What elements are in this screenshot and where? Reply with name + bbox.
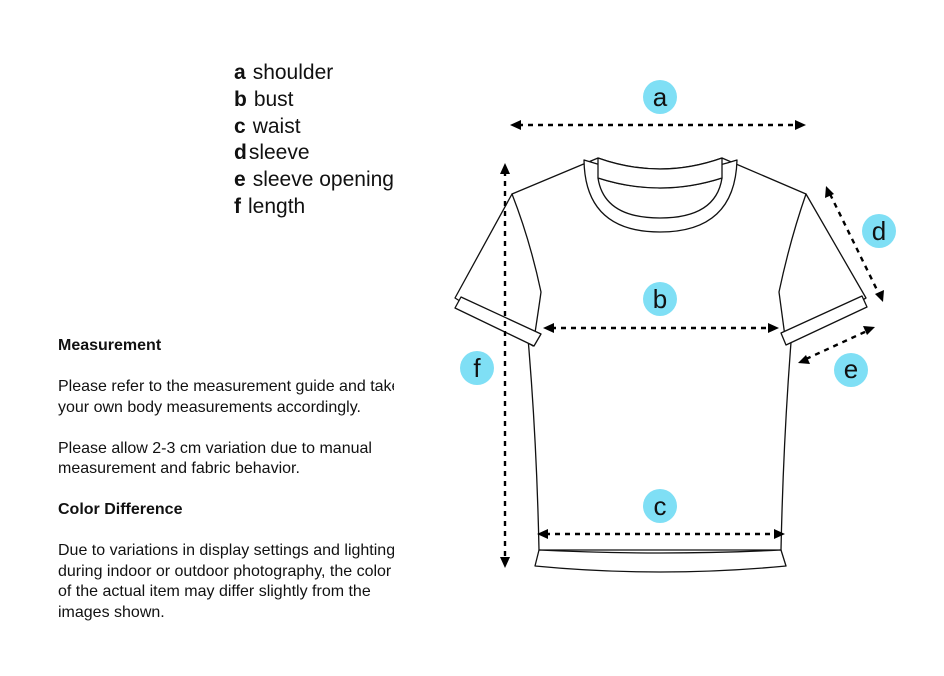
legend-key: c: [234, 114, 246, 138]
measurement-arrow-b: [543, 323, 779, 333]
info-text-block: Measurement Please refer to the measurem…: [58, 336, 394, 623]
measurement-heading: Measurement: [58, 337, 162, 354]
badge-e-label: e: [844, 354, 858, 384]
legend-key: b: [234, 87, 247, 111]
color-difference-text-line: Due to variations in display settings an…: [58, 542, 394, 559]
legend-label: shoulder: [252, 61, 334, 84]
measurement-arrow-a: [510, 120, 806, 130]
badge-d-label: d: [872, 216, 886, 246]
badge-b-label: b: [653, 284, 667, 314]
badge-f-label: f: [473, 353, 481, 383]
measurement-arrow-e: [798, 326, 875, 364]
legend-label: bust: [253, 87, 294, 111]
measurement-arrow-d: [825, 186, 884, 302]
measurement-text-line: Please allow 2-3 cm variation due to man…: [58, 439, 372, 457]
badge-f: f: [460, 351, 494, 385]
badge-c-label: c: [654, 491, 667, 521]
legend-label: sleeve: [248, 141, 310, 165]
color-difference-heading: Color Difference: [58, 501, 183, 518]
color-difference-text-line: during indoor or outdoor photography, th…: [58, 562, 392, 580]
legend-item-sleeve: dsleeve: [234, 140, 394, 167]
badge-c: c: [643, 489, 677, 523]
tshirt-collar-back: [597, 157, 723, 189]
color-difference-text-line: images shown.: [58, 603, 165, 621]
badge-a-label: a: [653, 82, 668, 112]
measurement-arrow-c: [537, 529, 785, 539]
color-difference-text-line: of the actual item may differ slightly f…: [58, 583, 371, 600]
tshirt-left-cuff: [454, 296, 542, 347]
badge-e: e: [834, 353, 868, 387]
tshirt-hem: [534, 549, 787, 573]
badge-b: b: [643, 282, 677, 316]
legend-label: sleeve opening: [252, 168, 394, 192]
legend-label: waist: [252, 114, 301, 138]
legend-key: a: [234, 61, 246, 84]
legend-key: d: [234, 141, 247, 165]
badge-d: d: [862, 214, 896, 248]
measurement-text-line: Please refer to the measurement guide an…: [58, 378, 394, 395]
measurement-arrow-f: [500, 163, 510, 568]
tshirt-right-cuff: [780, 295, 868, 346]
tshirt-outline: [454, 157, 868, 573]
legend-key: e: [234, 168, 246, 192]
badge-a: a: [643, 80, 677, 114]
legend-item-shoulder: a shoulder: [234, 60, 394, 87]
measurement-text-line: your own body measurements accordingly.: [58, 398, 361, 416]
legend-label: length: [248, 194, 306, 218]
measurement-text-line: measurement and fabric behavior.: [58, 460, 300, 477]
legend-key: f: [234, 194, 241, 218]
